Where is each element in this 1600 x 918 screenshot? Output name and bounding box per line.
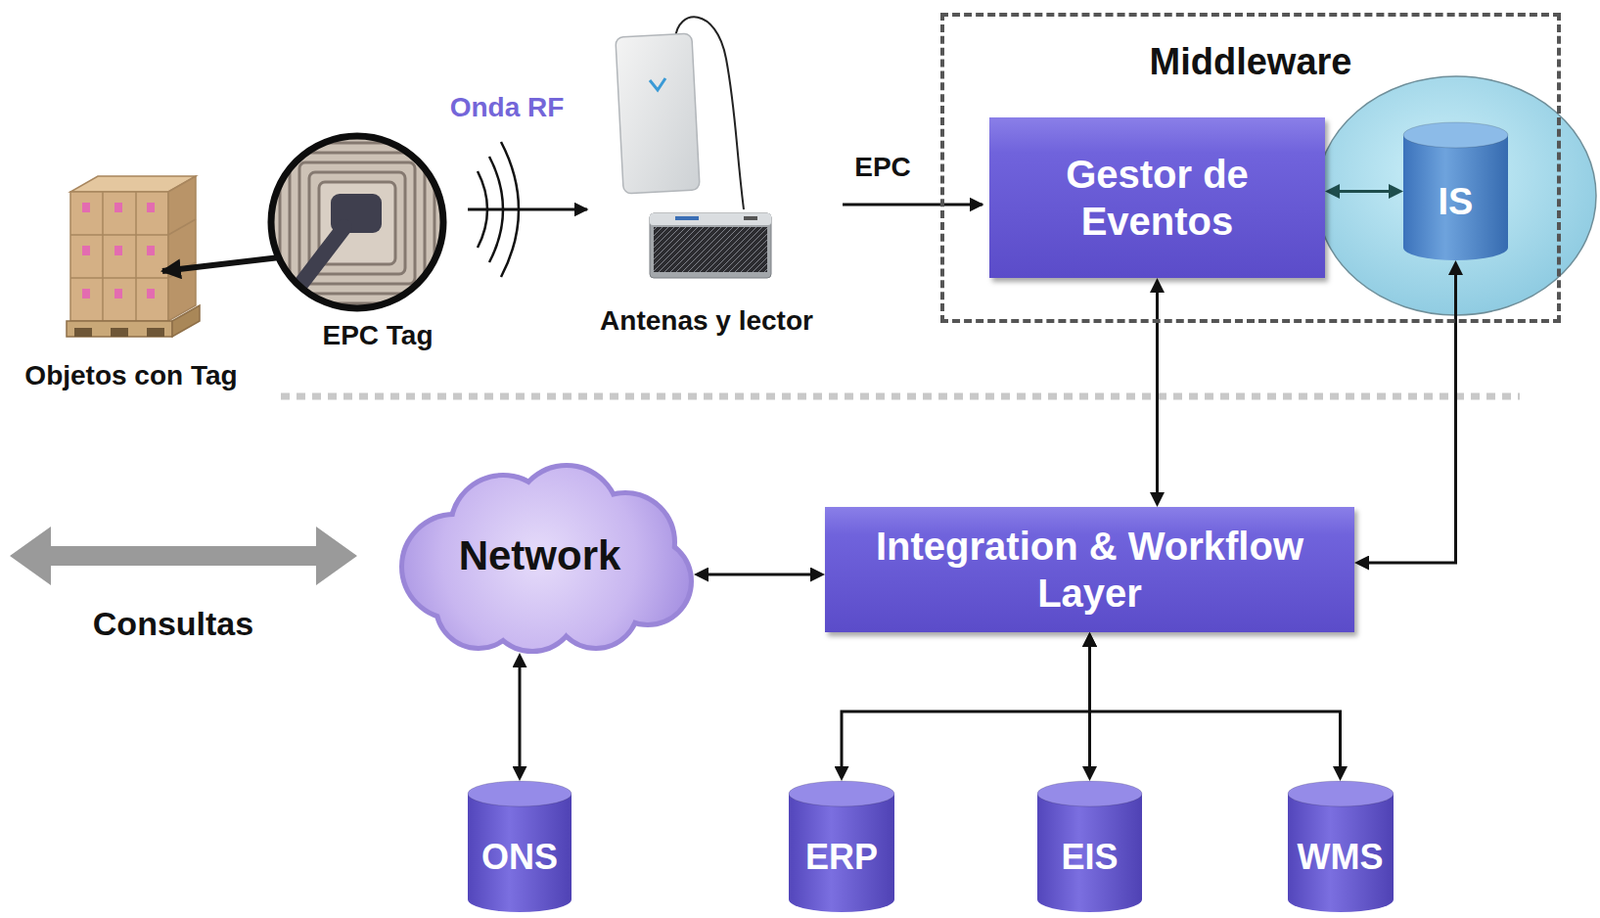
antenna-and-reader-part bbox=[743, 216, 758, 221]
boxes-on-pallet-part bbox=[74, 327, 92, 337]
connector-arrow bbox=[1330, 189, 1398, 193]
caption-label: Onda RF bbox=[450, 91, 565, 124]
cylinder-body bbox=[1037, 793, 1143, 913]
cylinder-body bbox=[788, 793, 895, 913]
connector-arrow bbox=[1360, 266, 1457, 563]
antenna-and-reader-part bbox=[649, 213, 772, 226]
connector-arrow bbox=[518, 658, 522, 776]
rf-wave bbox=[467, 141, 588, 277]
connector-arrow bbox=[841, 638, 1091, 776]
epc-tag-picture-part bbox=[162, 257, 280, 272]
node-text: ONS bbox=[481, 835, 558, 878]
antenna-and-reader-part bbox=[649, 213, 772, 278]
cloud-fill bbox=[404, 467, 689, 649]
epc-tag-picture bbox=[162, 135, 445, 312]
cloud-edge bbox=[400, 463, 693, 653]
connector-arrow bbox=[1155, 283, 1159, 502]
boxes-on-pallet-part bbox=[82, 245, 91, 256]
network-cloud: Network bbox=[385, 458, 694, 653]
database-cylinder: ERP bbox=[788, 780, 895, 913]
connector-arrow bbox=[699, 573, 820, 577]
node-text: ERP bbox=[805, 835, 878, 878]
epc-tag-picture-part-part bbox=[270, 135, 445, 312]
boxes-on-pallet bbox=[66, 176, 200, 337]
boxes-on-pallet-part bbox=[82, 202, 91, 213]
separator-line bbox=[280, 393, 1520, 401]
boxes-on-pallet-part bbox=[172, 305, 200, 337]
antenna-and-reader-part bbox=[615, 33, 700, 194]
node-text: IS bbox=[1438, 180, 1474, 226]
connectors bbox=[519, 191, 1457, 777]
boxes-on-pallet-part bbox=[146, 245, 155, 256]
boxes-on-pallet-part bbox=[70, 191, 196, 321]
caption-label: EPC bbox=[854, 151, 912, 183]
process-box: Gestor de Eventos bbox=[989, 117, 1326, 278]
epc-tag-picture-part bbox=[270, 135, 445, 312]
database-cylinder: EIS bbox=[1037, 780, 1143, 913]
boxes-on-pallet-part bbox=[168, 176, 196, 321]
cylinder-top bbox=[1403, 122, 1509, 148]
boxes-on-pallet-part bbox=[82, 288, 91, 299]
queries-double-arrow bbox=[9, 526, 358, 586]
database-cylinder: ONS bbox=[467, 780, 572, 913]
boxes-on-pallet-part bbox=[114, 202, 123, 213]
cylinder-body bbox=[467, 793, 572, 913]
caption-label: Objetos con Tag bbox=[24, 360, 237, 392]
epc-tag-picture-part bbox=[271, 136, 444, 309]
middleware-region: MiddlewareGestor de Eventos IS bbox=[940, 12, 1561, 323]
boxes-on-pallet-part bbox=[146, 327, 165, 337]
boxes-on-pallet-part bbox=[146, 288, 155, 299]
boxes-on-pallet-part bbox=[66, 320, 173, 337]
process-box: Integration & Workflow Layer bbox=[824, 506, 1355, 633]
caption-label: EPC Tag bbox=[321, 320, 433, 352]
cylinder-top bbox=[788, 780, 895, 807]
cylinder-body bbox=[1287, 793, 1394, 913]
boxes-on-pallet-part bbox=[70, 191, 169, 321]
boxes-on-pallet-part bbox=[114, 288, 123, 299]
epc-tag-picture-part-part bbox=[289, 152, 425, 294]
antenna-and-reader-part bbox=[649, 78, 666, 91]
antenna-and-reader-part bbox=[675, 216, 699, 221]
cylinder-top bbox=[1287, 780, 1394, 807]
connector-arrow bbox=[1090, 638, 1341, 776]
boxes-on-pallet-part bbox=[146, 202, 155, 213]
boxes-on-pallet-part bbox=[110, 327, 129, 337]
database-cylinder: IS bbox=[1403, 122, 1509, 261]
node-text: Gestor de Eventos bbox=[1005, 150, 1310, 245]
epc-tag-picture-part-part bbox=[279, 142, 435, 304]
rf-wave-part bbox=[467, 208, 588, 212]
node-text: Network bbox=[458, 531, 622, 581]
database-cylinder: WMS bbox=[1287, 780, 1394, 913]
antenna-and-reader bbox=[615, 16, 772, 278]
node-text: Integration & Workflow Layer bbox=[840, 522, 1339, 617]
node-text: Middleware bbox=[1149, 40, 1353, 86]
epc-arrow bbox=[842, 203, 983, 207]
cylinder-top bbox=[467, 780, 572, 807]
antenna-and-reader-part bbox=[653, 227, 768, 273]
node-text: EIS bbox=[1060, 835, 1118, 878]
cylinder-body bbox=[1403, 135, 1509, 261]
caption-label: Antenas y lector bbox=[599, 305, 814, 337]
boxes-on-pallet-part bbox=[114, 245, 123, 256]
node-text: WMS bbox=[1297, 835, 1384, 878]
cylinder-top bbox=[1037, 780, 1143, 807]
caption-label: Consultas bbox=[92, 604, 254, 643]
